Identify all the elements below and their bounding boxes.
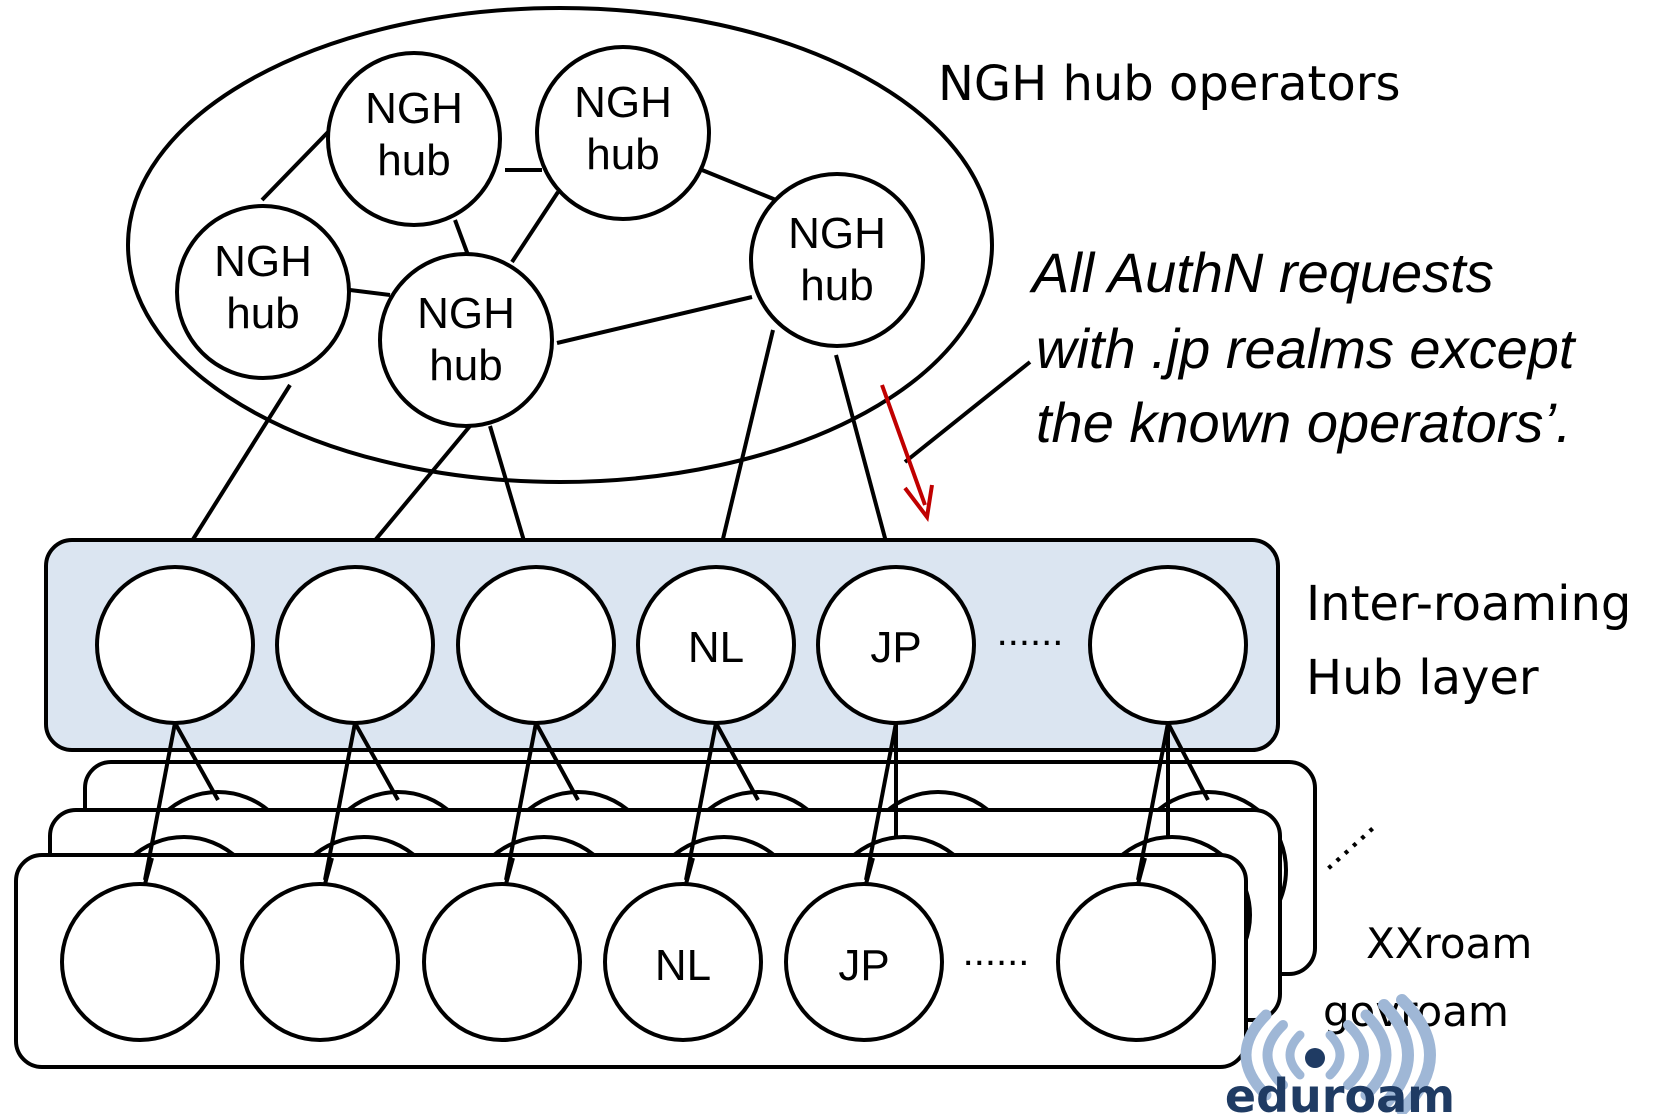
hub-layer-node bbox=[456, 565, 616, 725]
hub-layer-node-label: JP bbox=[870, 623, 921, 672]
ngh-hub-label: NGH bbox=[417, 289, 515, 338]
federation-ellipsis: ...... bbox=[963, 930, 1030, 974]
hub-to-federation-links bbox=[143, 722, 1210, 881]
ngh-hub-label: hub bbox=[800, 261, 873, 310]
ngh-hub-label: hub bbox=[586, 130, 659, 179]
hub-layer-label: Hub layer bbox=[1306, 650, 1539, 706]
hub-layer-ellipsis: ...... bbox=[997, 610, 1064, 654]
hub-layer-node-jp: JP bbox=[816, 565, 976, 725]
ngh-hub-node: NGH hub bbox=[326, 51, 502, 227]
eduroam-dot-icon bbox=[1305, 1048, 1325, 1068]
ngh-hub-label: hub bbox=[226, 289, 299, 338]
federation-node-label: JP bbox=[838, 941, 889, 990]
front-layer-link-stubs bbox=[143, 857, 1147, 885]
callout-pointer bbox=[903, 360, 1032, 464]
federation-node bbox=[422, 882, 582, 1042]
callout-line: the known operators’. bbox=[1036, 391, 1571, 454]
ngh-hub-node: NGH hub bbox=[378, 252, 554, 428]
ngh-hub-label: NGH bbox=[788, 209, 886, 258]
federation-node-jp: JP bbox=[784, 882, 944, 1042]
hub-layer-node bbox=[275, 565, 435, 725]
hub-layer-node bbox=[1088, 565, 1248, 725]
ngh-hub-label: hub bbox=[377, 136, 450, 185]
federation-node-label: NL bbox=[655, 941, 711, 990]
ngh-hub-node: NGH hub bbox=[749, 172, 925, 348]
callout-line: with .jp realms except bbox=[1036, 317, 1577, 380]
eduroam-logo: eduroam bbox=[1225, 994, 1455, 1114]
ngh-hub-label: NGH bbox=[214, 237, 312, 286]
federation-label-xxroam: XXroam bbox=[1366, 919, 1532, 968]
jp-request-arrow bbox=[880, 384, 934, 522]
ngh-hub-label: NGH bbox=[574, 78, 672, 127]
hub-layer-label: Inter-roaming bbox=[1306, 576, 1631, 632]
eduroam-logo-text: eduroam bbox=[1225, 1069, 1455, 1114]
ngh-hub-node: NGH hub bbox=[175, 204, 351, 380]
ngh-hub-label: hub bbox=[429, 341, 502, 390]
ngh-hub-label: NGH bbox=[365, 84, 463, 133]
ngh-hub-node: NGH hub bbox=[535, 45, 711, 221]
federation-node-nl: NL bbox=[603, 882, 763, 1042]
callout-line: All AuthN requests bbox=[1029, 241, 1494, 304]
federation-node bbox=[1056, 882, 1216, 1042]
hub-layer-node-nl: NL bbox=[636, 565, 796, 725]
hub-layer-node-label: NL bbox=[688, 623, 744, 672]
federation-node bbox=[60, 882, 220, 1042]
ngh-hub-links bbox=[260, 128, 777, 345]
eduroam-signal-icon bbox=[1240, 994, 1436, 1114]
federation-node bbox=[240, 882, 400, 1042]
ngh-operators-ellipse bbox=[126, 6, 994, 484]
ngh-operators-title: NGH hub operators bbox=[938, 56, 1400, 112]
hub-layer-node bbox=[95, 565, 255, 725]
